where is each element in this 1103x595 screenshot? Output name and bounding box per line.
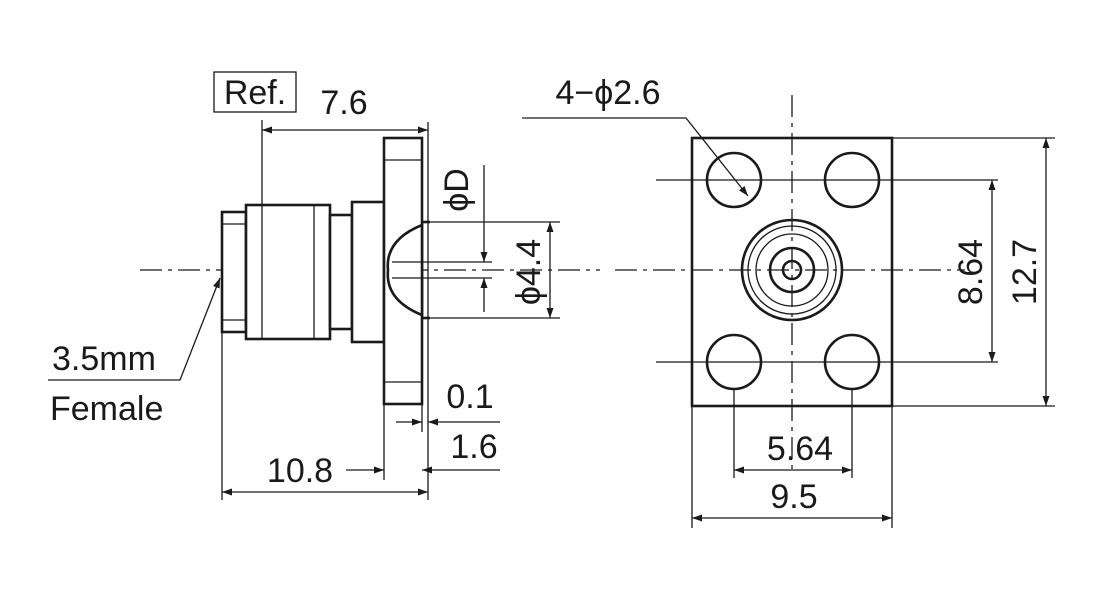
dim-label-0-1: 0.1	[446, 378, 493, 416]
holes-callout-label: 4−ϕ2.6	[555, 74, 660, 112]
connector-body	[220, 200, 386, 344]
dim-label-12-7: 12.7	[1006, 239, 1044, 305]
callout-leader	[48, 277, 221, 381]
dim-label-1-6: 1.6	[450, 428, 497, 466]
holes-leader	[522, 117, 749, 197]
dim-label-phi-d: ϕD	[438, 168, 476, 212]
dim-label-phi-4-4: ϕ4.4	[510, 239, 548, 305]
center-insulator	[740, 218, 844, 322]
front-view: 4−ϕ2.6 8.64 12.7 5.64 9.5	[522, 74, 1055, 528]
dim-label-5-64: 5.64	[767, 430, 833, 468]
mounting-holes	[656, 151, 998, 391]
dim-label-9-5: 9.5	[770, 478, 817, 516]
dim-label-8-64: 8.64	[952, 239, 990, 305]
callout-line-1: 3.5mm	[52, 340, 156, 378]
square-flange	[690, 136, 894, 408]
ref-box	[213, 71, 297, 113]
rear-insulator	[386, 220, 430, 320]
side-view: Ref. 7.6 ϕD ϕ4.4 0.1 1.6 10.8 3.5mm Fema…	[48, 71, 600, 500]
dim-label-7-6: 7.6	[320, 84, 367, 122]
dim-label-10-8: 10.8	[267, 452, 333, 490]
callout-line-2: Female	[50, 390, 163, 428]
ref-label: Ref.	[224, 74, 286, 112]
